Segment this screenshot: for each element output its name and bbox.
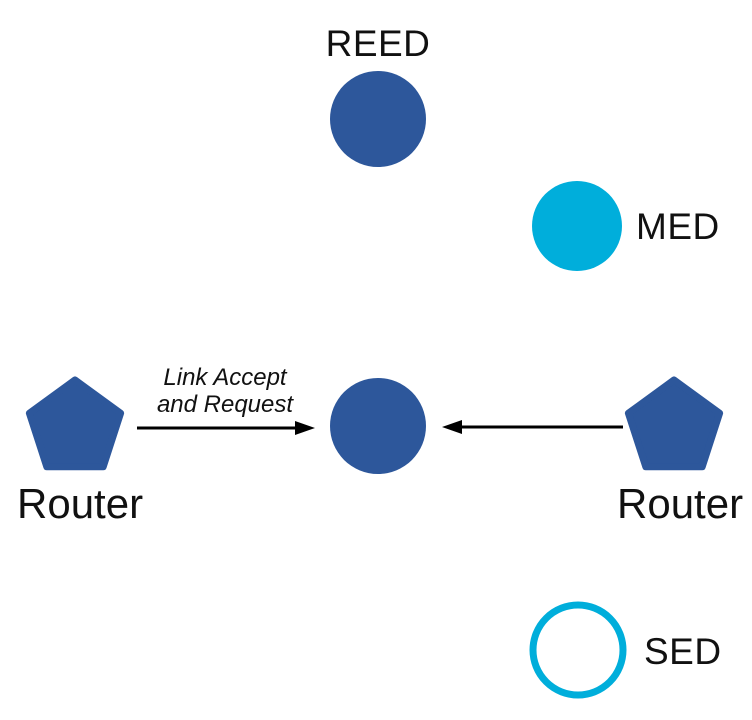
router-left-pentagon-icon — [25, 376, 125, 471]
router-left-label: Router — [17, 480, 143, 527]
reed-node-label: REED — [326, 23, 431, 64]
med-node-circle-icon — [532, 181, 622, 271]
sed-node-circle-icon — [529, 601, 627, 699]
med-node-label: MED — [636, 206, 720, 247]
left-arrow-label-line2: and Request — [157, 391, 294, 418]
sed-node-label: SED — [644, 631, 722, 672]
router-right-label: Router — [617, 480, 743, 527]
center-node-circle-icon — [330, 378, 426, 474]
left-arrow-label-line1: Link Accept — [163, 364, 288, 391]
router-right-pentagon-icon — [624, 376, 724, 471]
reed-node-circle-icon — [330, 71, 426, 167]
